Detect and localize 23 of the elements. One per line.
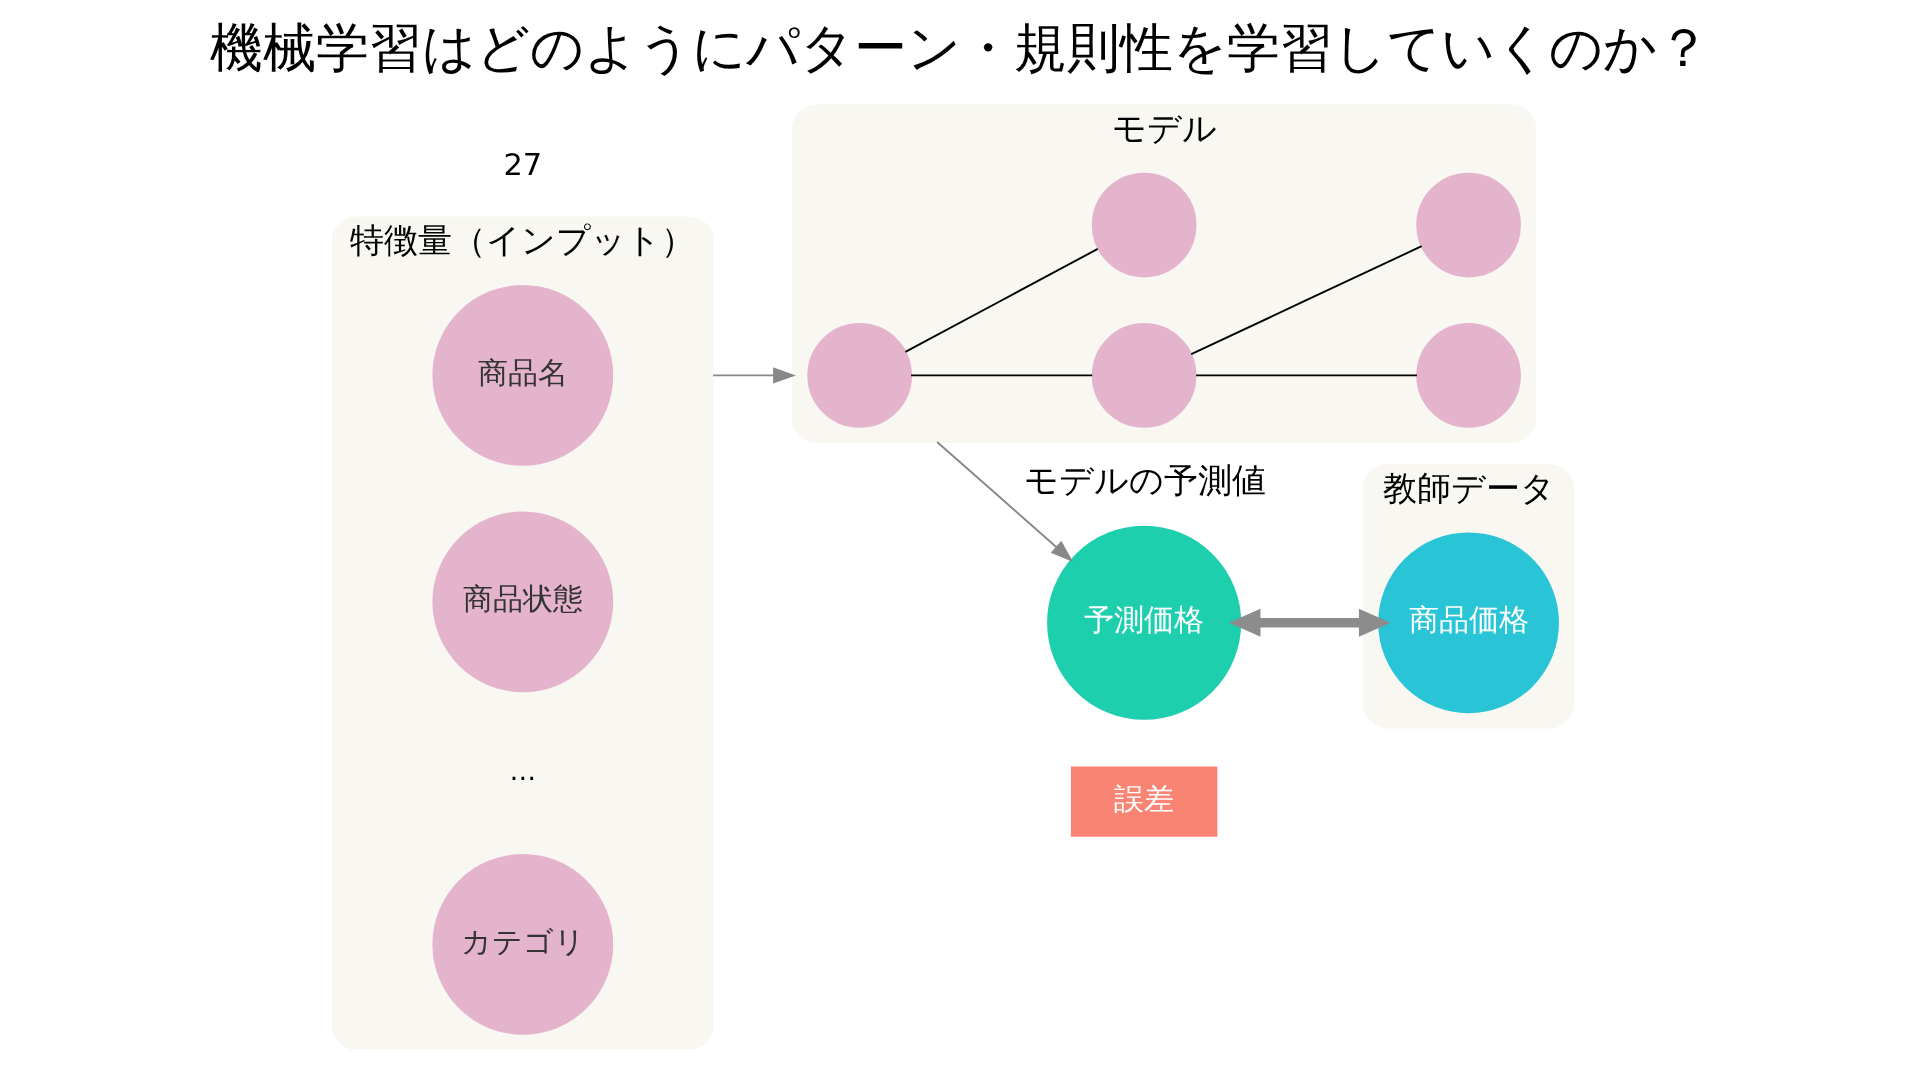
arrow [1228,608,1391,637]
node-circle: カテゴリ [431,854,613,1035]
node-circle: 商品価格 [1377,532,1559,714]
cluster: モデル [791,104,1536,443]
node-label: モデルの予測値 [1023,460,1266,501]
node-circle: 予測価格 [1046,525,1241,720]
connector [909,374,1093,377]
connector [1194,374,1418,377]
node-box: 誤差 [1070,766,1217,837]
node-circle: 商品名 [431,285,613,466]
node-circle [1415,323,1521,428]
node-circle: 商品状態 [431,511,613,693]
node-circle [1091,323,1196,428]
node-circle [1415,172,1521,278]
arrow [711,367,796,384]
diagram-title: 機械学習はどのようにパターン・規則性を学習していくのか？ [210,16,1710,79]
label: … [509,755,536,787]
arrow [935,441,1073,562]
connector [1189,245,1423,356]
node-circle [1091,172,1196,278]
label: 27 [502,147,542,183]
node-circle [806,323,912,428]
connector [903,247,1099,353]
